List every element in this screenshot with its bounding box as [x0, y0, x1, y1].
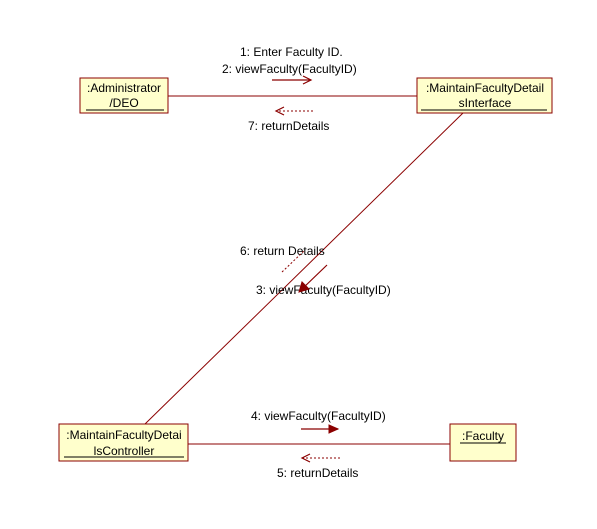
message-label-4: 4: viewFaculty(FacultyID): [251, 409, 386, 423]
arrow-message-1-2: [272, 75, 313, 85]
object-name-line1: :Administrator: [87, 81, 161, 95]
object-administrator[interactable]: :Administrator /DEO: [79, 77, 169, 114]
arrow-message-4: [301, 424, 340, 434]
object-maintain-faculty-details-interface[interactable]: :MaintainFacultyDetail sInterface: [416, 77, 553, 114]
object-name-line2: /DEO: [109, 96, 138, 110]
object-name-line2: lsController: [94, 444, 155, 458]
object-maintain-faculty-details-controller[interactable]: :MaintainFacultyDetai lsController: [58, 423, 189, 462]
object-box: [79, 77, 169, 114]
link-interface-controller: [144, 112, 464, 425]
object-name-line2: sInterface: [459, 96, 512, 110]
arrow-message-5: [300, 453, 340, 463]
message-label-6: 6: return Details: [240, 244, 325, 258]
object-faculty[interactable]: :Faculty: [449, 423, 517, 462]
arrow-message-3: [298, 264, 328, 293]
message-label-2: 2: viewFaculty(FacultyID): [222, 62, 357, 76]
object-box: [416, 77, 553, 114]
object-box: [58, 423, 189, 462]
object-name-line1: :MaintainFacultyDetai: [66, 428, 181, 442]
object-name-line1: :Faculty: [462, 429, 504, 443]
message-label-1: 1: Enter Faculty ID.: [240, 45, 343, 59]
message-label-7: 7: returnDetails: [248, 119, 329, 133]
arrow-message-6: [281, 249, 306, 273]
object-name-line1: :MaintainFacultyDetail: [426, 81, 544, 95]
message-label-3: 3: viewFaculty(FacultyID): [256, 283, 391, 297]
message-label-5: 5: returnDetails: [277, 466, 358, 480]
arrow-message-7: [274, 106, 313, 116]
